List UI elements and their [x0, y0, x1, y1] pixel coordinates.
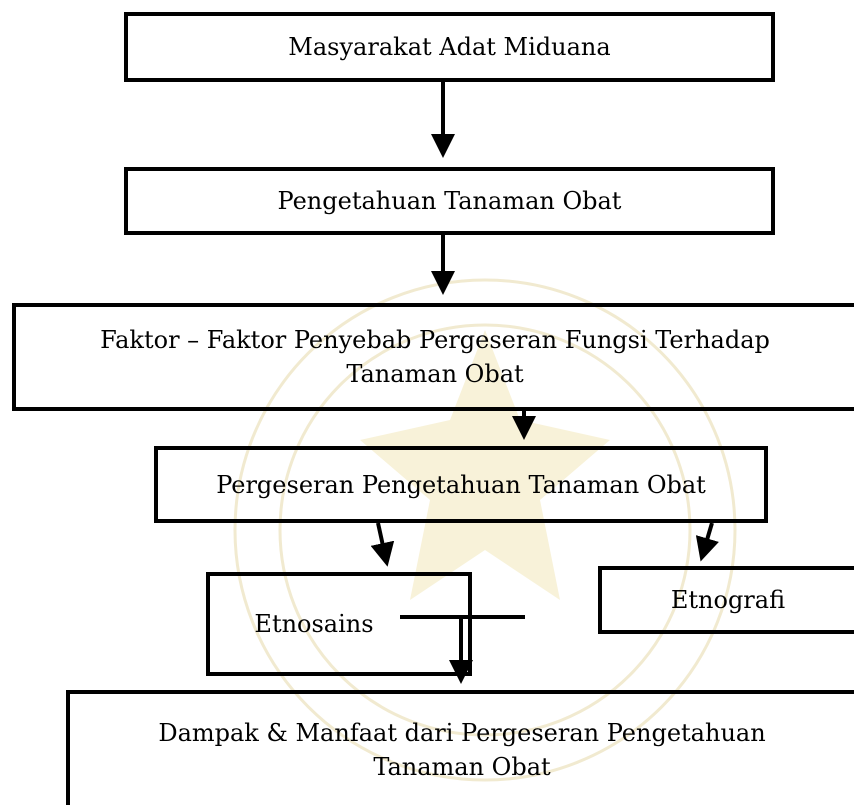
node-etnosains-label: Etnosains: [254, 610, 374, 638]
node-etnografi: Etnografi: [598, 566, 854, 634]
node-pergeseran-label: Pergeseran Pengetahuan Tanaman Obat: [216, 470, 706, 499]
node-pengetahuan: Pengetahuan Tanaman Obat: [124, 167, 775, 235]
node-masyarakat-label: Masyarakat Adat Miduana: [288, 33, 611, 61]
node-etnosains: Etnosains: [206, 572, 472, 676]
arrow-pergeseran-to-etnografi: [695, 522, 719, 562]
node-pengetahuan-label: Pengetahuan Tanaman Obat: [277, 187, 622, 215]
arrow-pergeseran-to-etnosains: [370, 522, 395, 567]
node-etnografi-label: Etnografi: [670, 586, 786, 614]
node-faktor-label: Faktor – Faktor Penyebab Pergeseran Fung…: [100, 326, 770, 388]
node-faktor: Faktor – Faktor Penyebab Pergeseran Fung…: [12, 303, 854, 411]
node-dampak: Dampak & Manfaat dari Pergeseran Pengeta…: [66, 690, 854, 805]
node-pergeseran: Pergeseran Pengetahuan Tanaman Obat: [154, 446, 768, 523]
node-dampak-label: Dampak & Manfaat dari Pergeseran Pengeta…: [158, 718, 766, 781]
node-masyarakat: Masyarakat Adat Miduana: [124, 12, 775, 82]
